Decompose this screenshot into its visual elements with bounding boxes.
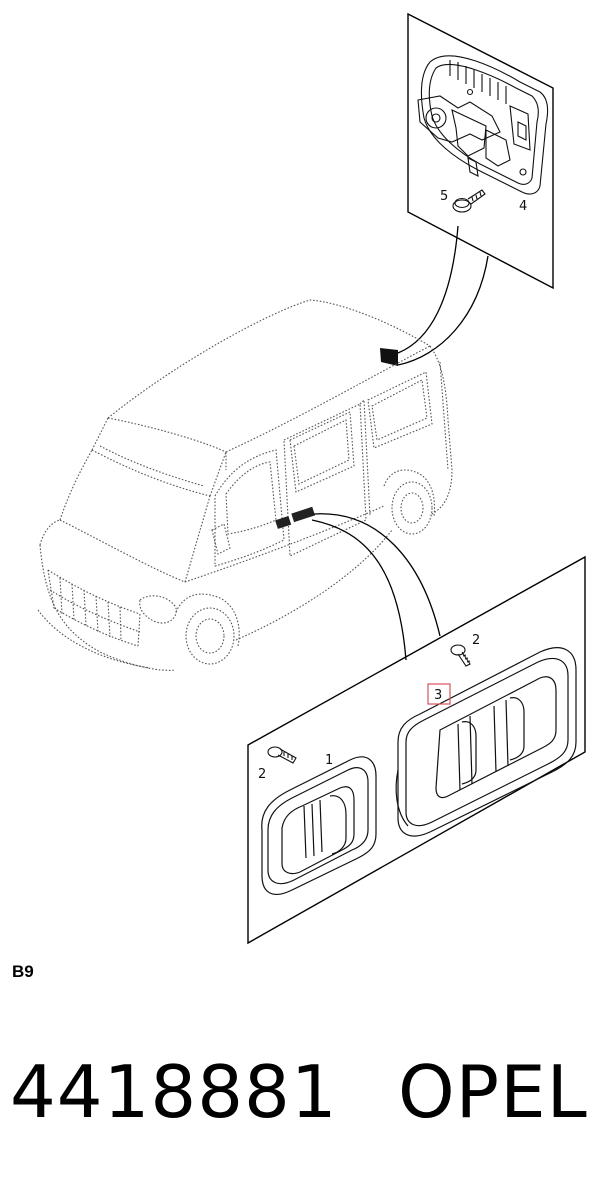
- lock-mechanism-drawing: [417, 55, 549, 195]
- screw-2-left-drawing: [267, 746, 297, 764]
- callout-2-left: 2: [258, 767, 266, 782]
- section-code-label: B9: [12, 962, 34, 981]
- callout-5: 5: [440, 189, 448, 204]
- parts-diagram: 5 4: [37, 12, 586, 945]
- callout-4: 4: [519, 199, 527, 214]
- handle-3-drawing: [395, 647, 577, 837]
- bottom-inset-panel: 1 2 3 2: [247, 555, 586, 945]
- brand-name: OPEL: [398, 1050, 588, 1134]
- callout-3: 3: [434, 688, 442, 703]
- callout-3-highlight: [427, 683, 451, 705]
- top-inset-panel: 5 4: [407, 12, 554, 290]
- bolt-5-drawing: [452, 189, 486, 213]
- top-pointer-arrow: [380, 348, 398, 366]
- callout-2-right: 2: [472, 633, 480, 648]
- part-number: 4418881: [10, 1050, 338, 1134]
- screw-2-right-drawing: [450, 644, 471, 667]
- handle-1-drawing: [261, 756, 377, 895]
- bottom-leader-lines: [311, 513, 441, 661]
- van-handle-marks: [275, 506, 316, 529]
- callout-1: 1: [325, 753, 333, 768]
- top-leader-lines: [397, 225, 489, 366]
- van-drawing: [37, 299, 453, 671]
